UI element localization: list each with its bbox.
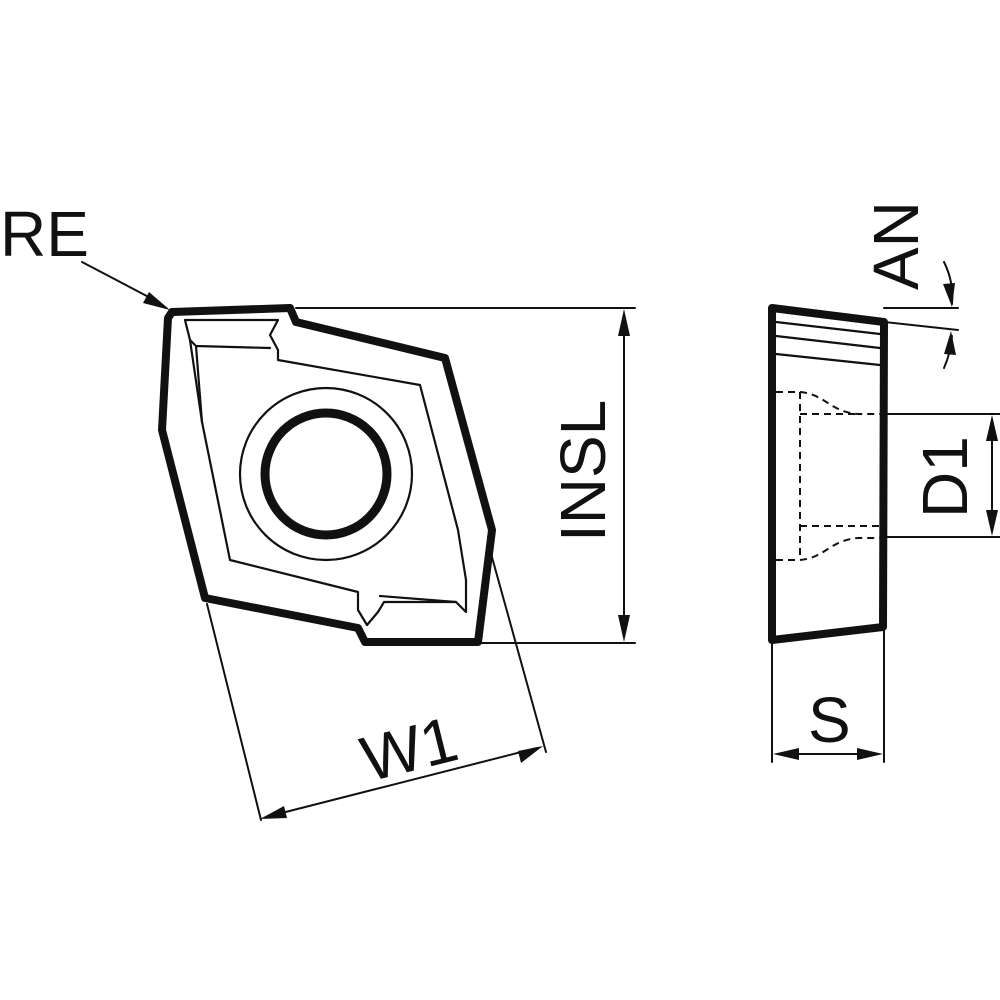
d1-arrow-bottom xyxy=(986,510,998,536)
insl-arrow-top xyxy=(618,309,630,336)
label-insl: INSL xyxy=(547,400,619,542)
insert-outer-contour xyxy=(158,304,496,646)
hole-counterbore xyxy=(238,386,414,562)
insert-top-view xyxy=(81,261,636,821)
an-arrow-lower xyxy=(944,331,956,355)
insert-land-line xyxy=(188,338,458,604)
an-flank-line xyxy=(883,321,959,331)
label-w1: W1 xyxy=(354,702,465,795)
w1-arrow-right xyxy=(518,746,543,763)
hidden-hole-lower xyxy=(776,537,882,561)
side-rake-line-1 xyxy=(774,320,882,336)
side-rake-line-3 xyxy=(774,352,882,367)
s-arrow-left xyxy=(773,748,799,760)
hole-bore xyxy=(260,408,392,540)
side-outer-contour xyxy=(768,304,888,644)
w1-arrow-left xyxy=(260,806,287,819)
w1-extension-left xyxy=(206,603,262,821)
hidden-hole-upper xyxy=(776,391,882,415)
label-an: AN xyxy=(860,201,932,290)
s-arrow-right xyxy=(857,748,883,760)
w1-extension-right xyxy=(489,549,547,753)
label-d1: D1 xyxy=(909,436,981,518)
label-re: RE xyxy=(0,198,89,270)
d1-arrow-top xyxy=(986,415,998,441)
w1-dimension-line xyxy=(265,747,538,818)
an-arrow-upper xyxy=(943,283,955,307)
insert-inner-contour xyxy=(183,318,468,627)
re-leader-arrow xyxy=(143,292,170,310)
insert-side-view xyxy=(768,261,1000,763)
side-rake-line-2 xyxy=(774,334,882,350)
label-s: S xyxy=(808,684,851,756)
insl-arrow-bottom xyxy=(618,615,630,642)
